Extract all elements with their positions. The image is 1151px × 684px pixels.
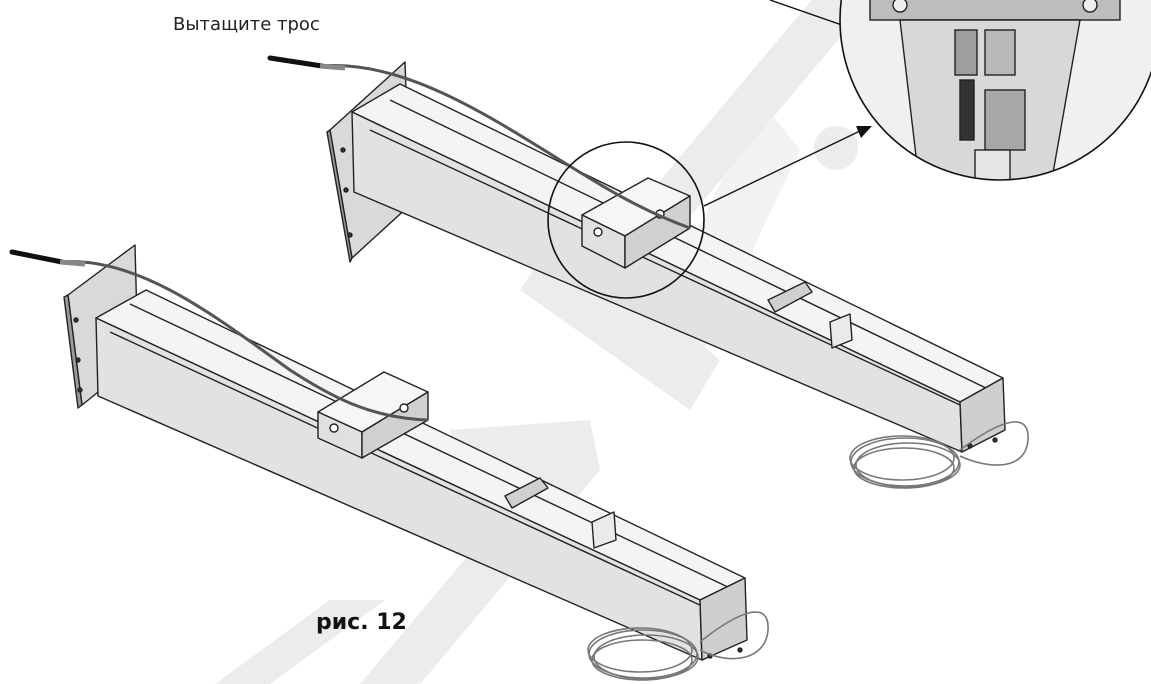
upper-far-end — [959, 377, 1006, 453]
detail-arrow — [703, 129, 863, 207]
lower-cable — [61, 260, 429, 422]
lower-cable-coil — [587, 611, 769, 681]
upper-slider — [767, 281, 813, 313]
detail-highlight-circle — [547, 141, 705, 299]
lower-cable-ferrule — [9, 249, 65, 265]
upper-cable-ferrule — [267, 55, 325, 69]
upper-cable — [321, 64, 691, 230]
figure-caption: рис. 12 — [316, 610, 407, 635]
upper-cable-coil — [849, 421, 1029, 489]
upper-beam-side — [351, 111, 963, 453]
zoom-circle-outline — [839, 0, 1151, 181]
zoomed-detail — [840, 0, 1151, 180]
upper-beam-assembly — [326, 61, 1006, 453]
lower-slider — [504, 477, 549, 509]
lower-beam-assembly — [63, 244, 748, 661]
instruction-label: Вытащите трос — [173, 14, 320, 35]
lower-beam-side — [95, 317, 703, 661]
